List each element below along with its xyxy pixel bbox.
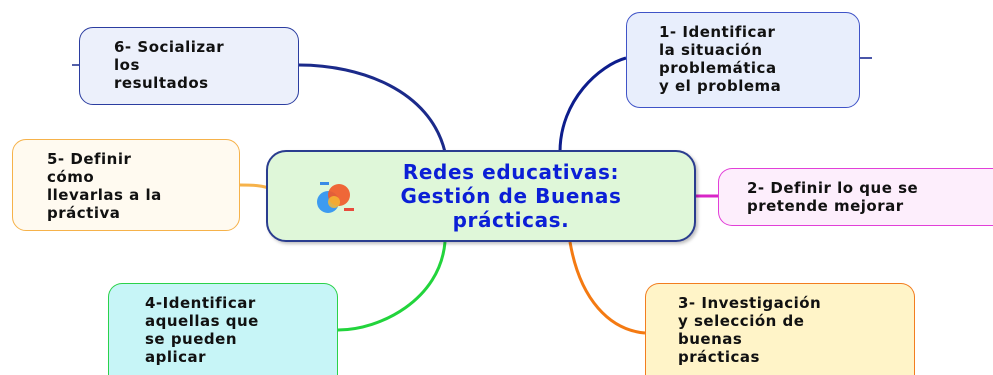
topic-6-label: 6- Socializar los resultados	[114, 38, 225, 92]
topic-4-label: 4-Identificar aquellas que se pueden apl…	[145, 294, 259, 366]
topic-3-research-practices[interactable]: 3- Investigación y selección de buenas p…	[645, 283, 915, 375]
topic-3-label: 3- Investigación y selección de buenas p…	[678, 294, 822, 366]
branch-link-3	[568, 241, 646, 335]
topic-6-share-results[interactable]: 6- Socializar los resultados	[79, 27, 299, 105]
topic-2-define-improvement[interactable]: 2- Definir lo que se pretende mejorar	[718, 168, 993, 226]
central-topic-title: Redes educativas: Gestión de Buenas prác…	[400, 160, 622, 232]
topic-5-label: 5- Definir cómo llevarlas a la práctiva	[47, 150, 162, 222]
topic-1-identify-problem[interactable]: 1- Identificar la situación problemática…	[626, 12, 860, 108]
branch-link-6	[298, 63, 447, 153]
topic-1-label: 1- Identificar la situación problemática…	[659, 23, 782, 95]
branch-link-1	[558, 56, 627, 153]
topic-2-label: 2- Definir lo que se pretende mejorar	[747, 179, 919, 215]
central-topic[interactable]: Redes educativas: Gestión de Buenas prác…	[266, 150, 696, 242]
branch-link-4	[337, 241, 447, 332]
topic-5-define-implementation[interactable]: 5- Definir cómo llevarlas a la práctiva	[12, 139, 240, 231]
topic-4-identify-applicable[interactable]: 4-Identificar aquellas que se pueden apl…	[108, 283, 338, 375]
mind-map-icon	[317, 182, 354, 213]
